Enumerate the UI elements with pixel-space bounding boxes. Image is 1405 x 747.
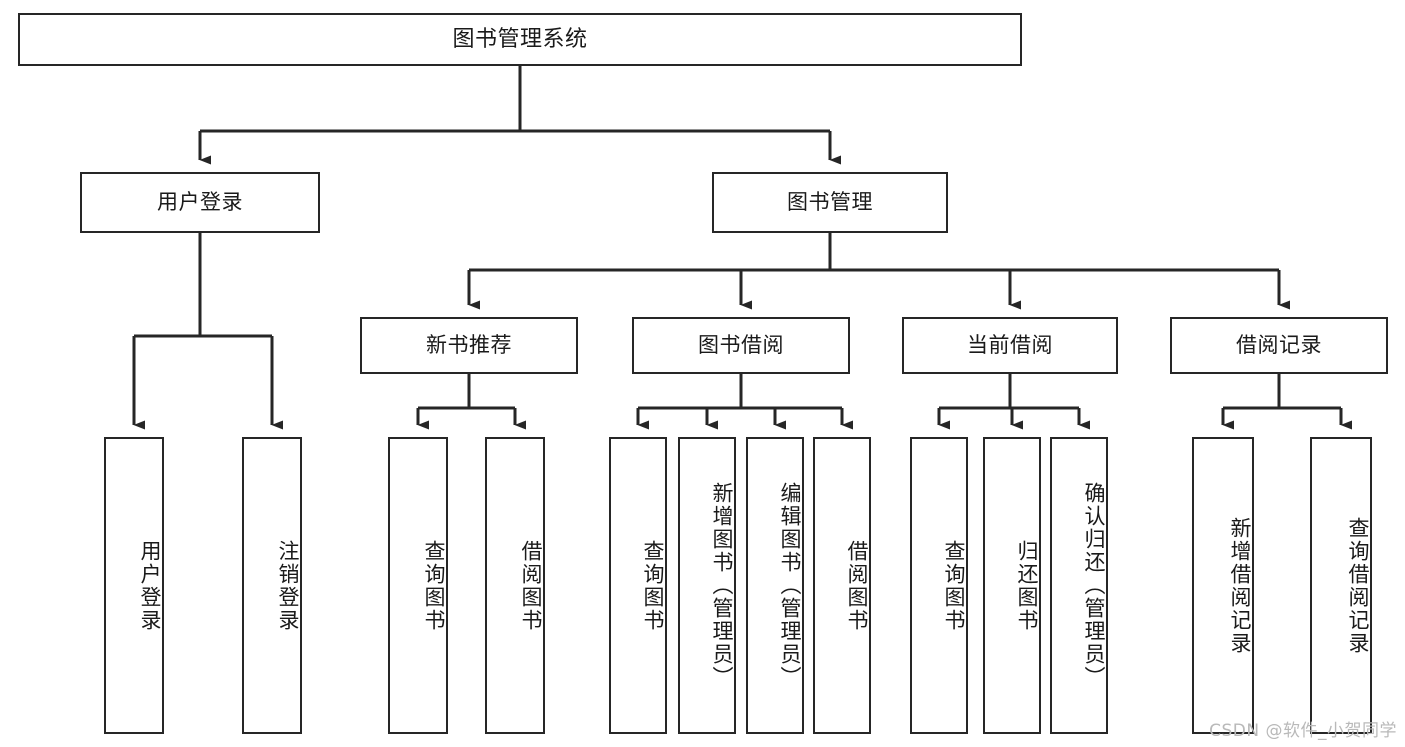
leaf-borrow-add-label: 新增图书（管理员） xyxy=(710,482,734,689)
leaf-rec-query2[interactable]: 查询借阅记录 xyxy=(1310,437,1372,734)
node-borrow-record[interactable]: 借阅记录 xyxy=(1170,317,1388,374)
leaf-cur-query[interactable]: 查询图书 xyxy=(910,437,968,734)
leaf-borrow-add[interactable]: 新增图书（管理员） xyxy=(678,437,736,734)
node-new-book-rec[interactable]: 新书推荐 xyxy=(360,317,578,374)
leaf-rec-borrow[interactable]: 借阅图书 xyxy=(485,437,545,734)
leaf-borrow-edit-label: 编辑图书（管理员） xyxy=(778,482,802,689)
leaf-rec-borrow-label: 借阅图书 xyxy=(519,539,543,632)
node-root-label: 图书管理系统 xyxy=(452,26,588,52)
leaf-cur-confirm-label: 确认归还（管理员） xyxy=(1082,482,1106,689)
node-current-borrow-label: 当前借阅 xyxy=(967,333,1053,358)
leaf-borrow-query-label: 查询图书 xyxy=(641,539,665,632)
node-user-login[interactable]: 用户登录 xyxy=(80,172,320,233)
leaf-rec-query2-label: 查询借阅记录 xyxy=(1346,516,1370,655)
node-book-borrow[interactable]: 图书借阅 xyxy=(632,317,850,374)
leaf-borrow-query[interactable]: 查询图书 xyxy=(609,437,667,734)
leaf-user-logout-label: 注销登录 xyxy=(276,539,300,632)
node-current-borrow[interactable]: 当前借阅 xyxy=(902,317,1118,374)
leaf-borrow-do-label: 借阅图书 xyxy=(845,539,869,632)
node-user-login-label: 用户登录 xyxy=(157,190,243,215)
leaf-borrow-edit[interactable]: 编辑图书（管理员） xyxy=(746,437,804,734)
leaf-cur-return[interactable]: 归还图书 xyxy=(983,437,1041,734)
leaf-rec-add-label: 新增借阅记录 xyxy=(1228,516,1252,655)
leaf-cur-return-label: 归还图书 xyxy=(1015,539,1039,632)
leaf-user-logout[interactable]: 注销登录 xyxy=(242,437,302,734)
leaf-rec-add[interactable]: 新增借阅记录 xyxy=(1192,437,1254,734)
node-borrow-record-label: 借阅记录 xyxy=(1236,333,1322,358)
csdn-watermark: CSDN @软件_小贺同学 xyxy=(1209,721,1397,741)
node-root[interactable]: 图书管理系统 xyxy=(18,13,1022,66)
node-book-manage[interactable]: 图书管理 xyxy=(712,172,948,233)
leaf-cur-query-label: 查询图书 xyxy=(942,539,966,632)
node-book-manage-label: 图书管理 xyxy=(787,190,873,215)
leaf-user-login[interactable]: 用户登录 xyxy=(104,437,164,734)
leaf-user-login-label: 用户登录 xyxy=(138,539,162,632)
leaf-rec-query[interactable]: 查询图书 xyxy=(388,437,448,734)
leaf-rec-query-label: 查询图书 xyxy=(422,539,446,632)
leaf-cur-confirm[interactable]: 确认归还（管理员） xyxy=(1050,437,1108,734)
node-book-borrow-label: 图书借阅 xyxy=(698,333,784,358)
leaf-borrow-do[interactable]: 借阅图书 xyxy=(813,437,871,734)
node-new-book-rec-label: 新书推荐 xyxy=(426,333,512,358)
